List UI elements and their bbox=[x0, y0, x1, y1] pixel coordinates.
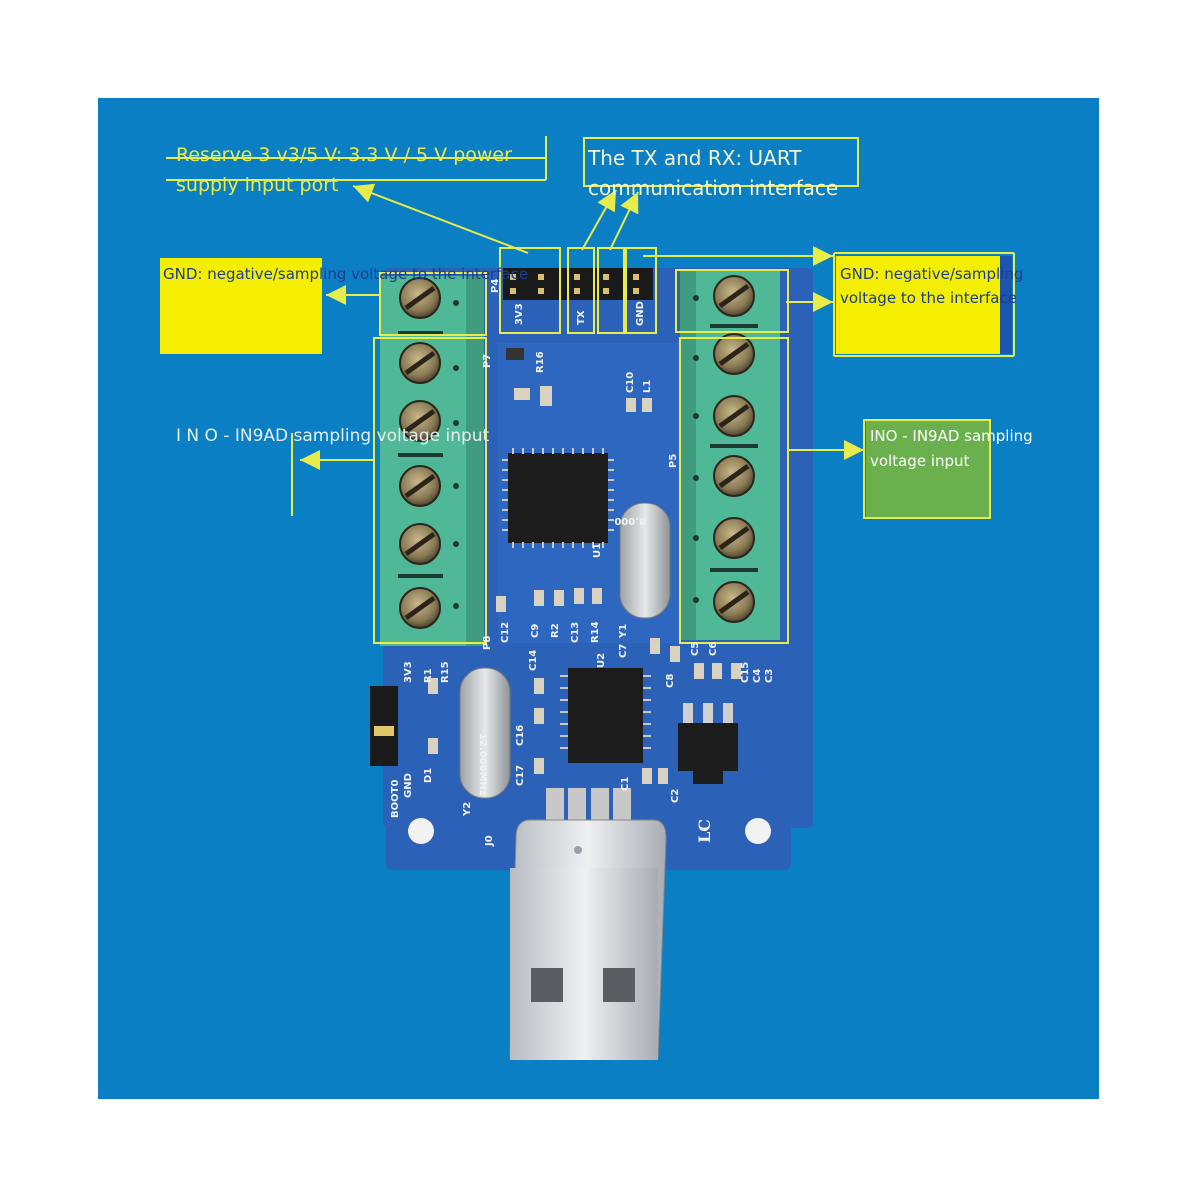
svg-text:3V3: 3V3 bbox=[514, 303, 525, 325]
svg-text:C7: C7 bbox=[618, 644, 629, 658]
usb-connector bbox=[509, 788, 667, 1060]
svg-text:U2: U2 bbox=[596, 653, 607, 668]
voltage-regulator bbox=[678, 703, 738, 784]
svg-text:C13: C13 bbox=[570, 622, 581, 643]
product-image: 8.000 bbox=[98, 98, 1099, 1099]
silkscreen-labels: 3V3 TX GND P4 P7 P8 P5 R16 C10 L1 U1 C12… bbox=[390, 279, 775, 847]
svg-text:TX: TX bbox=[576, 310, 587, 325]
svg-text:P5: P5 bbox=[668, 454, 679, 468]
svg-text:C4: C4 bbox=[752, 669, 763, 683]
callout-gnd-right-line2: voltage to the interface bbox=[840, 289, 1017, 307]
callout-gnd-right-line1: GND: negative/sampling bbox=[840, 265, 1024, 283]
svg-text:8.000: 8.000 bbox=[614, 515, 646, 526]
svg-text:C6: C6 bbox=[708, 642, 719, 656]
svg-text:R16: R16 bbox=[535, 351, 546, 373]
svg-text:C16: C16 bbox=[515, 725, 526, 746]
svg-text:R14: R14 bbox=[590, 621, 601, 643]
svg-text:3V3: 3V3 bbox=[403, 661, 414, 683]
crystal-8mhz: 8.000 bbox=[614, 502, 671, 619]
svg-text:Y1: Y1 bbox=[618, 624, 629, 639]
callout-ino-left: I N O - IN9AD sampling voltage input bbox=[176, 426, 490, 446]
boot-jumper bbox=[370, 686, 398, 766]
svg-text:U1: U1 bbox=[592, 543, 603, 558]
svg-text:GND: GND bbox=[403, 773, 414, 798]
usb-chip bbox=[560, 668, 651, 763]
svg-text:BOOT0: BOOT0 bbox=[390, 780, 401, 818]
svg-text:C15: C15 bbox=[740, 662, 751, 683]
pin-header bbox=[499, 247, 657, 334]
right-terminal-block bbox=[675, 269, 789, 644]
svg-text:R2: R2 bbox=[550, 623, 561, 638]
svg-text:P8: P8 bbox=[482, 636, 493, 650]
svg-text:P7: P7 bbox=[482, 354, 493, 368]
svg-text:LC: LC bbox=[695, 819, 714, 843]
svg-text:P4: P4 bbox=[490, 279, 501, 293]
svg-text:C14: C14 bbox=[528, 650, 539, 671]
svg-text:C2: C2 bbox=[670, 789, 681, 803]
callout-reserve-line2: supply input port bbox=[176, 174, 339, 196]
usb-adc-board-illustration: 8.000 bbox=[160, 136, 1015, 1060]
svg-text:C1: C1 bbox=[620, 777, 631, 791]
smd-components bbox=[428, 348, 741, 784]
svg-text:C8: C8 bbox=[665, 674, 676, 688]
callout-txrx-line1: The TX and RX: UART bbox=[588, 146, 802, 170]
callout-gnd-left: GND: negative/sampling voltage to the in… bbox=[163, 265, 529, 283]
svg-text:D1: D1 bbox=[423, 768, 434, 783]
callout-ino-right-line1: INO - IN9AD sampling bbox=[870, 427, 1033, 445]
svg-text:R1: R1 bbox=[423, 668, 434, 683]
mcu-chip bbox=[502, 448, 614, 548]
svg-text:GND: GND bbox=[635, 301, 646, 326]
svg-text:Y2: Y2 bbox=[462, 802, 473, 817]
callout-boxes bbox=[160, 136, 1015, 519]
svg-text:L1: L1 bbox=[642, 380, 653, 393]
svg-text:C17: C17 bbox=[515, 765, 526, 786]
crystal-12mhz: 12.000MHz bbox=[459, 667, 511, 799]
left-terminal-block bbox=[373, 272, 487, 646]
svg-text:C5: C5 bbox=[690, 642, 701, 656]
svg-text:C9: C9 bbox=[530, 624, 541, 638]
svg-text:J0: J0 bbox=[484, 835, 495, 847]
svg-text:C12: C12 bbox=[500, 622, 511, 643]
svg-text:12.000MHz: 12.000MHz bbox=[477, 733, 488, 796]
svg-text:C10: C10 bbox=[625, 372, 636, 393]
callout-arrows bbox=[300, 183, 864, 470]
callout-ino-right-line2: voltage input bbox=[870, 452, 970, 470]
svg-text:C3: C3 bbox=[764, 669, 775, 683]
callout-reserve-line1: Reserve 3 v3/5 V: 3.3 V / 5 V power bbox=[176, 144, 512, 166]
svg-text:R15: R15 bbox=[440, 661, 451, 683]
callout-txrx-line2: communication interface bbox=[588, 176, 839, 200]
